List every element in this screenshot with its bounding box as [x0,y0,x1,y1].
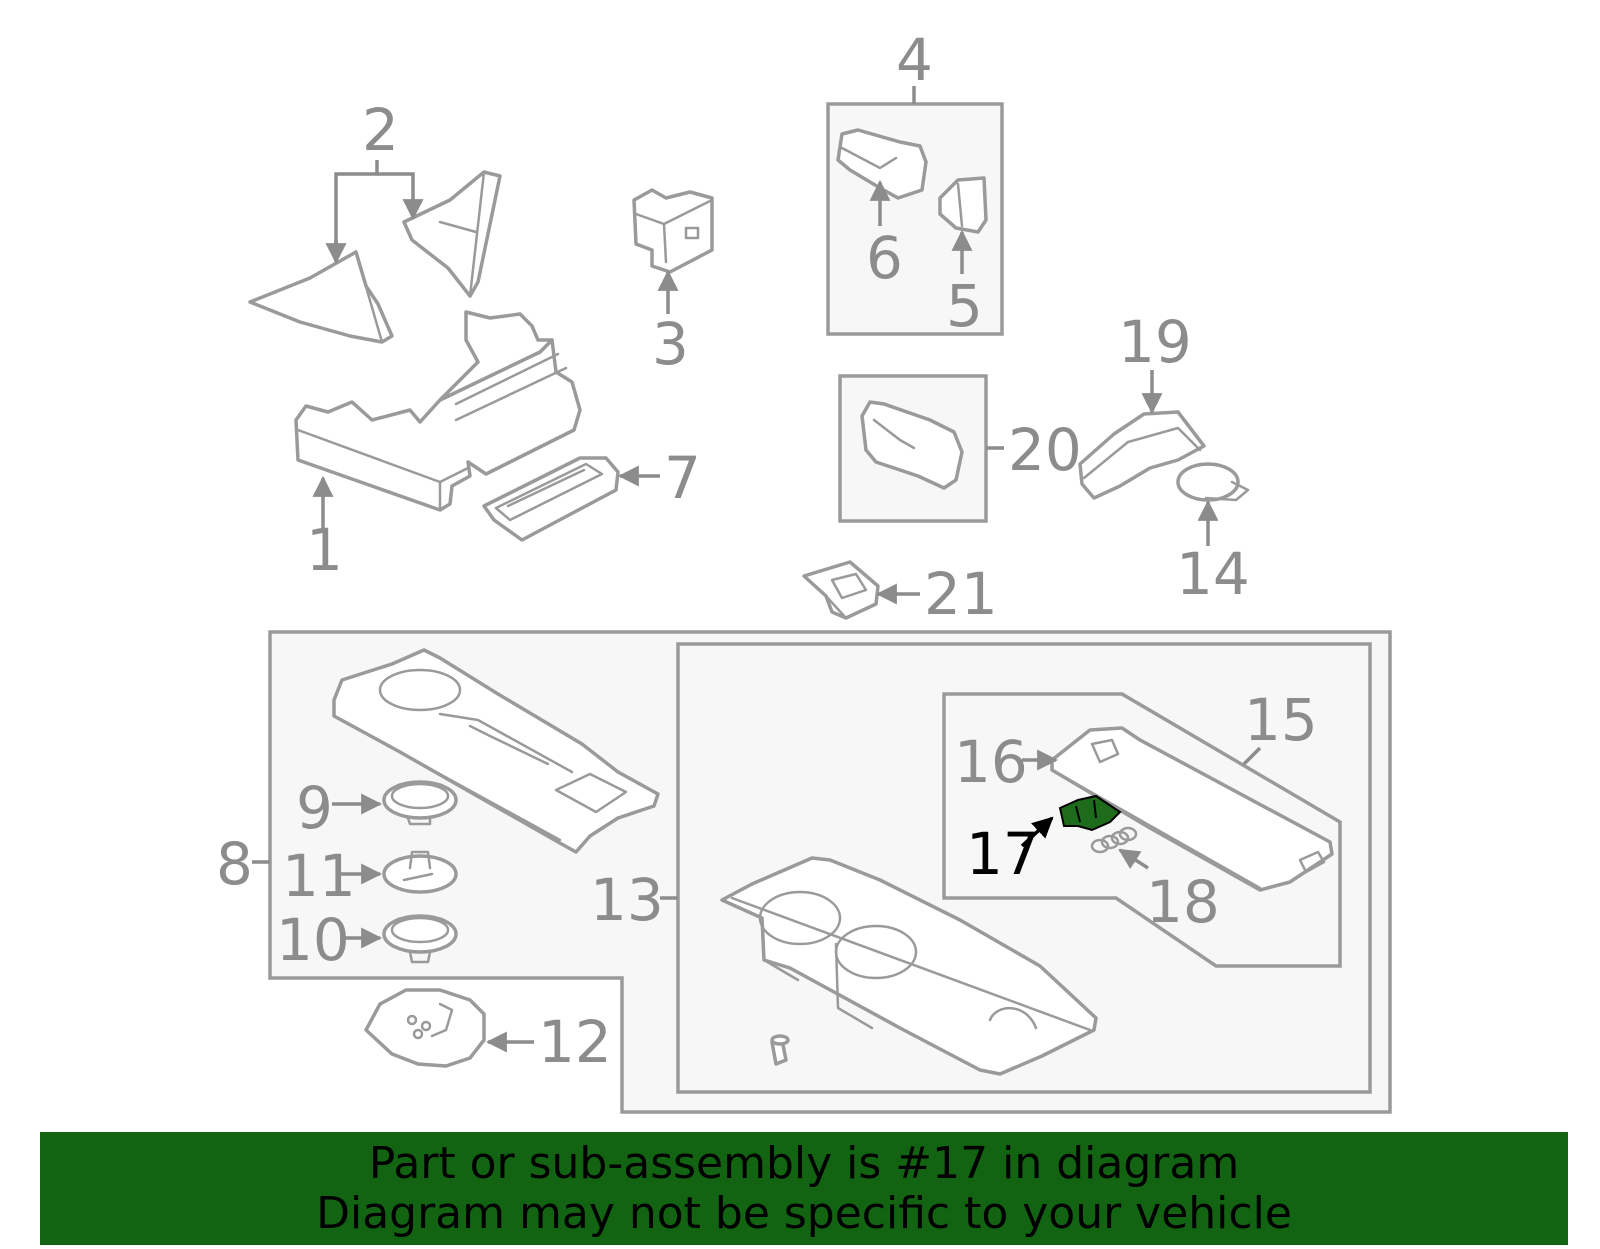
callout-3: 3 [652,310,689,378]
part-5-cap [938,176,988,234]
callout-9: 9 [296,774,333,842]
callout-15: 15 [1244,686,1318,754]
callout-17-highlighted: 17 [966,820,1040,888]
banner-part-text: Part or sub-assembly is #17 in diagram [368,1137,1240,1189]
part-18-spring [1090,826,1138,854]
leader-lines [252,86,1262,1053]
callout-8: 8 [216,830,253,898]
callout-10: 10 [276,906,350,974]
part-17-latch-highlighted [1058,794,1122,832]
callout-12: 12 [538,1008,612,1076]
part-8-console-top [332,648,660,854]
part-2-trim-panels [248,170,502,344]
callout-5: 5 [946,272,983,340]
part-1-console-base [294,310,582,512]
callout-6: 6 [866,224,903,292]
bolt [770,1034,790,1066]
callout-16: 16 [954,728,1028,796]
part-11-boot [382,850,458,894]
info-banner: Part or sub-assembly is #17 in diagram D… [40,1132,1568,1245]
callout-21: 21 [924,560,998,628]
callout-19: 19 [1118,308,1192,376]
part-9-ring [382,780,458,826]
part-13-cupholder [720,856,1098,1076]
part-15-armrest-lid [1050,726,1334,892]
part-14-cap [1176,462,1250,502]
callout-7: 7 [664,444,701,512]
callout-2: 2 [362,96,399,164]
callout-4: 4 [896,26,933,94]
part-21-clip [802,560,880,620]
callout-14: 14 [1176,540,1250,608]
part-12-indicator [364,988,486,1068]
callout-1: 1 [306,516,343,584]
banner-disclaimer-text: Diagram may not be specific to your vehi… [316,1187,1292,1239]
callout-13: 13 [590,866,664,934]
part-19-lid [1078,410,1206,500]
part-7-tray [482,456,620,542]
callout-20: 20 [1008,416,1082,484]
part-6-knob [836,128,928,200]
part-3-switch [632,188,714,274]
part-10-ring [382,914,458,964]
callout-18: 18 [1146,868,1220,936]
part-20-insert [860,400,964,490]
callout-11: 11 [282,842,356,910]
